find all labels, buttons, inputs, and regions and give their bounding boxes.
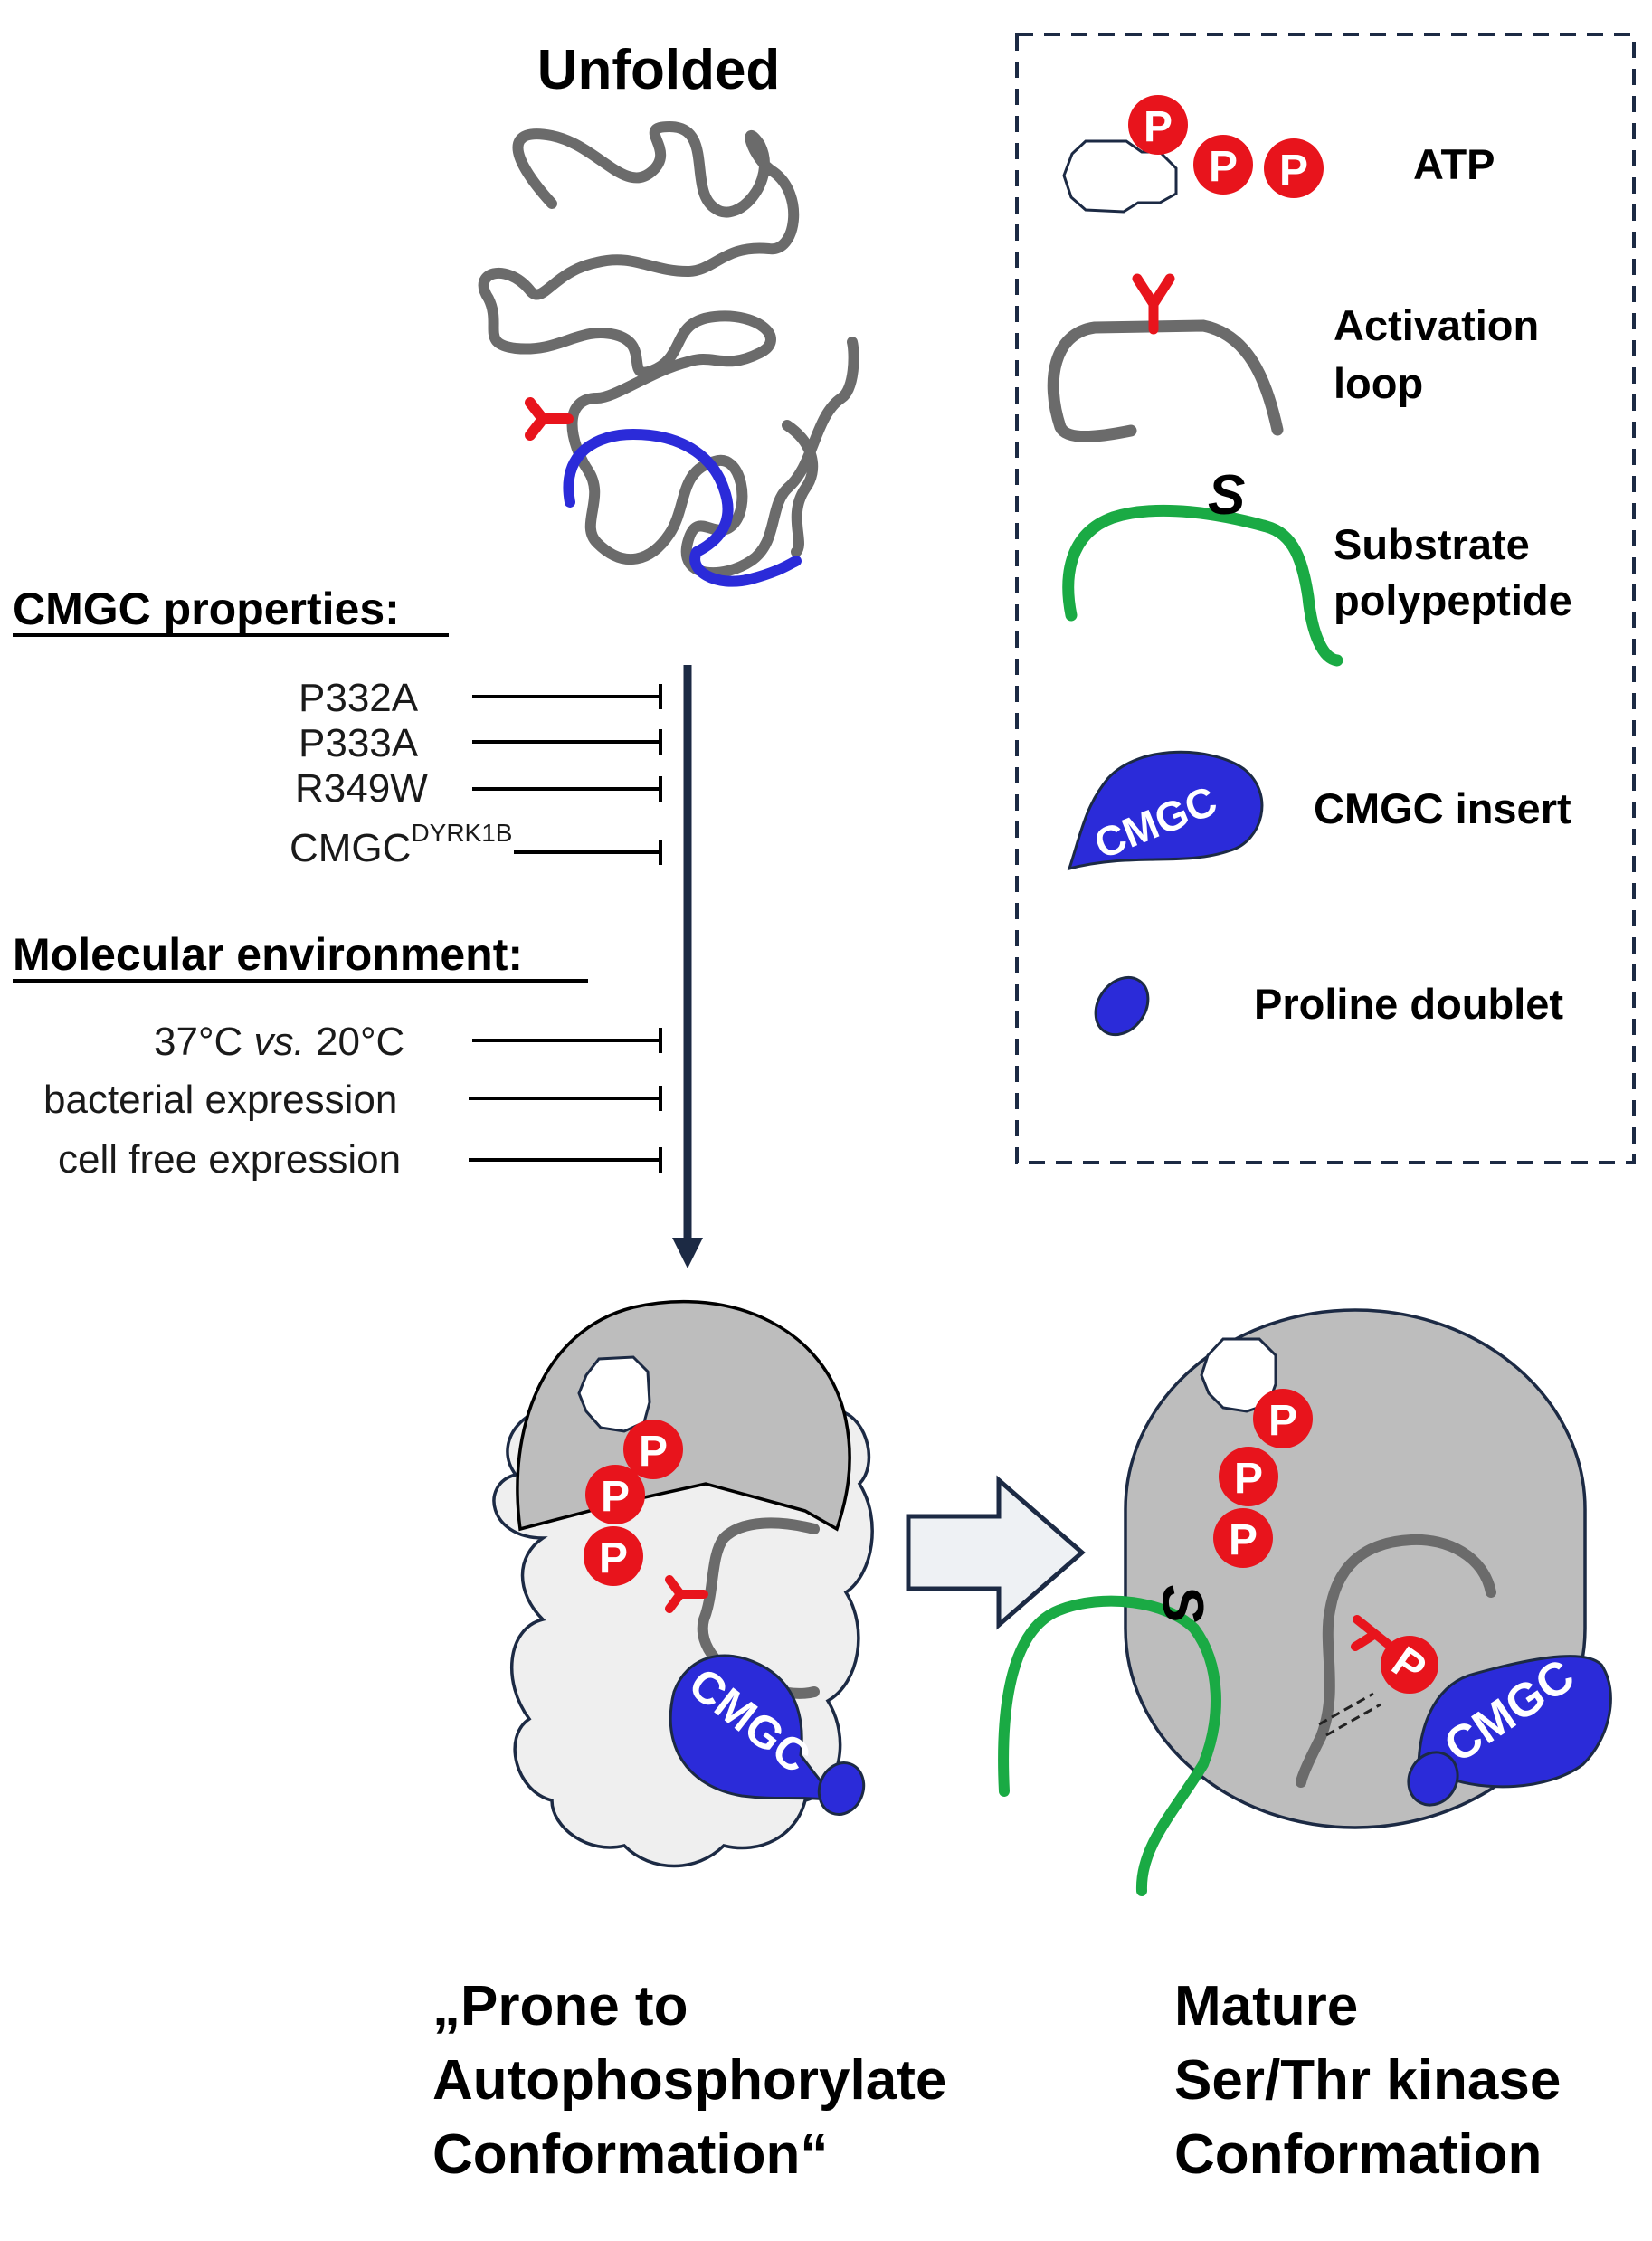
cmgc-properties-heading: CMGC properties: <box>13 584 400 634</box>
mutation-p332a: P332A <box>299 676 419 720</box>
svg-text:polypeptide: polypeptide <box>1334 576 1572 624</box>
caption-left: „Prone to Autophosphorylate Conformation… <box>432 1975 946 2186</box>
proline-doublet-right <box>1407 1751 1459 1807</box>
legend-proline-doublet-label: Proline doublet <box>1254 980 1563 1028</box>
legend-activation-loop-label: Activation <box>1334 301 1539 349</box>
transition-arrow <box>906 1475 1086 1630</box>
svg-text:P: P <box>639 1428 668 1476</box>
mutation-p333a: P333A <box>299 721 419 765</box>
molecular-environment-heading: Molecular environment: <box>13 929 523 980</box>
legend-cmgc-insert-icon: CMGC <box>1067 750 1264 871</box>
svg-text:P: P <box>599 1534 628 1582</box>
svg-text:P: P <box>1229 1516 1258 1564</box>
molecular-environment-block: Molecular environment: 37°C vs. 20°C bac… <box>13 929 662 1182</box>
svg-text:P: P <box>1209 143 1238 191</box>
svg-text:P: P <box>1144 103 1173 151</box>
legend-atp-icon: P P P <box>1062 95 1324 214</box>
mature-kinase-structure: P P P P CMGC S <box>998 1308 1612 1896</box>
legend-activation-loop-icon <box>1047 273 1284 442</box>
caption-right: Mature Ser/Thr kinase Conformation <box>1174 1975 1561 2186</box>
inhibition-bars-environment <box>469 1028 662 1173</box>
svg-text:P: P <box>1234 1455 1263 1503</box>
inhibition-bars-cmgc <box>472 684 662 865</box>
unfolded-title: Unfolded <box>537 39 781 101</box>
svg-text:Conformation“: Conformation“ <box>432 2123 828 2186</box>
svg-text:Mature: Mature <box>1174 1975 1358 2037</box>
proline-doublet-left <box>817 1761 866 1816</box>
svg-text:loop: loop <box>1334 359 1423 407</box>
bacterial-expression: bacterial expression <box>43 1078 397 1122</box>
legend-atp-label: ATP <box>1413 140 1495 188</box>
svg-text:Ser/Thr kinase: Ser/Thr kinase <box>1174 2049 1561 2112</box>
legend-cmgc-insert-label: CMGC insert <box>1314 784 1571 832</box>
svg-text:Conformation: Conformation <box>1174 2123 1542 2186</box>
mutation-r349w: R349W <box>295 766 428 811</box>
svg-text:P: P <box>601 1473 630 1521</box>
folding-down-arrow <box>672 665 703 1268</box>
svg-text:S: S <box>1208 464 1245 527</box>
svg-text:Autophosphorylate: Autophosphorylate <box>432 2049 946 2112</box>
svg-text:P: P <box>1268 1397 1297 1445</box>
serine-mature: S <box>1150 1583 1216 1624</box>
legend-proline-doublet-icon <box>1094 975 1150 1037</box>
cmgc-properties-block: CMGC properties: P332A P333A R349W CMGCD… <box>13 584 662 870</box>
cell-free-expression: cell free expression <box>58 1137 401 1182</box>
mutation-cmgc-dyrk1b: CMGCDYRK1B <box>290 819 512 870</box>
legend-box: P P P ATP Activation loop S Substrate po… <box>1015 33 1636 1164</box>
svg-text:P: P <box>1279 147 1308 195</box>
temperature-condition: 37°C vs. 20°C <box>154 1020 404 1064</box>
legend-substrate-icon: S <box>1062 464 1343 667</box>
svg-text:„Prone to: „Prone to <box>432 1975 688 2037</box>
unfolded-chain <box>478 121 859 587</box>
legend-substrate-label: Substrate <box>1334 520 1530 568</box>
autophosphorylate-structure: CMGC P P P <box>492 1299 874 1868</box>
